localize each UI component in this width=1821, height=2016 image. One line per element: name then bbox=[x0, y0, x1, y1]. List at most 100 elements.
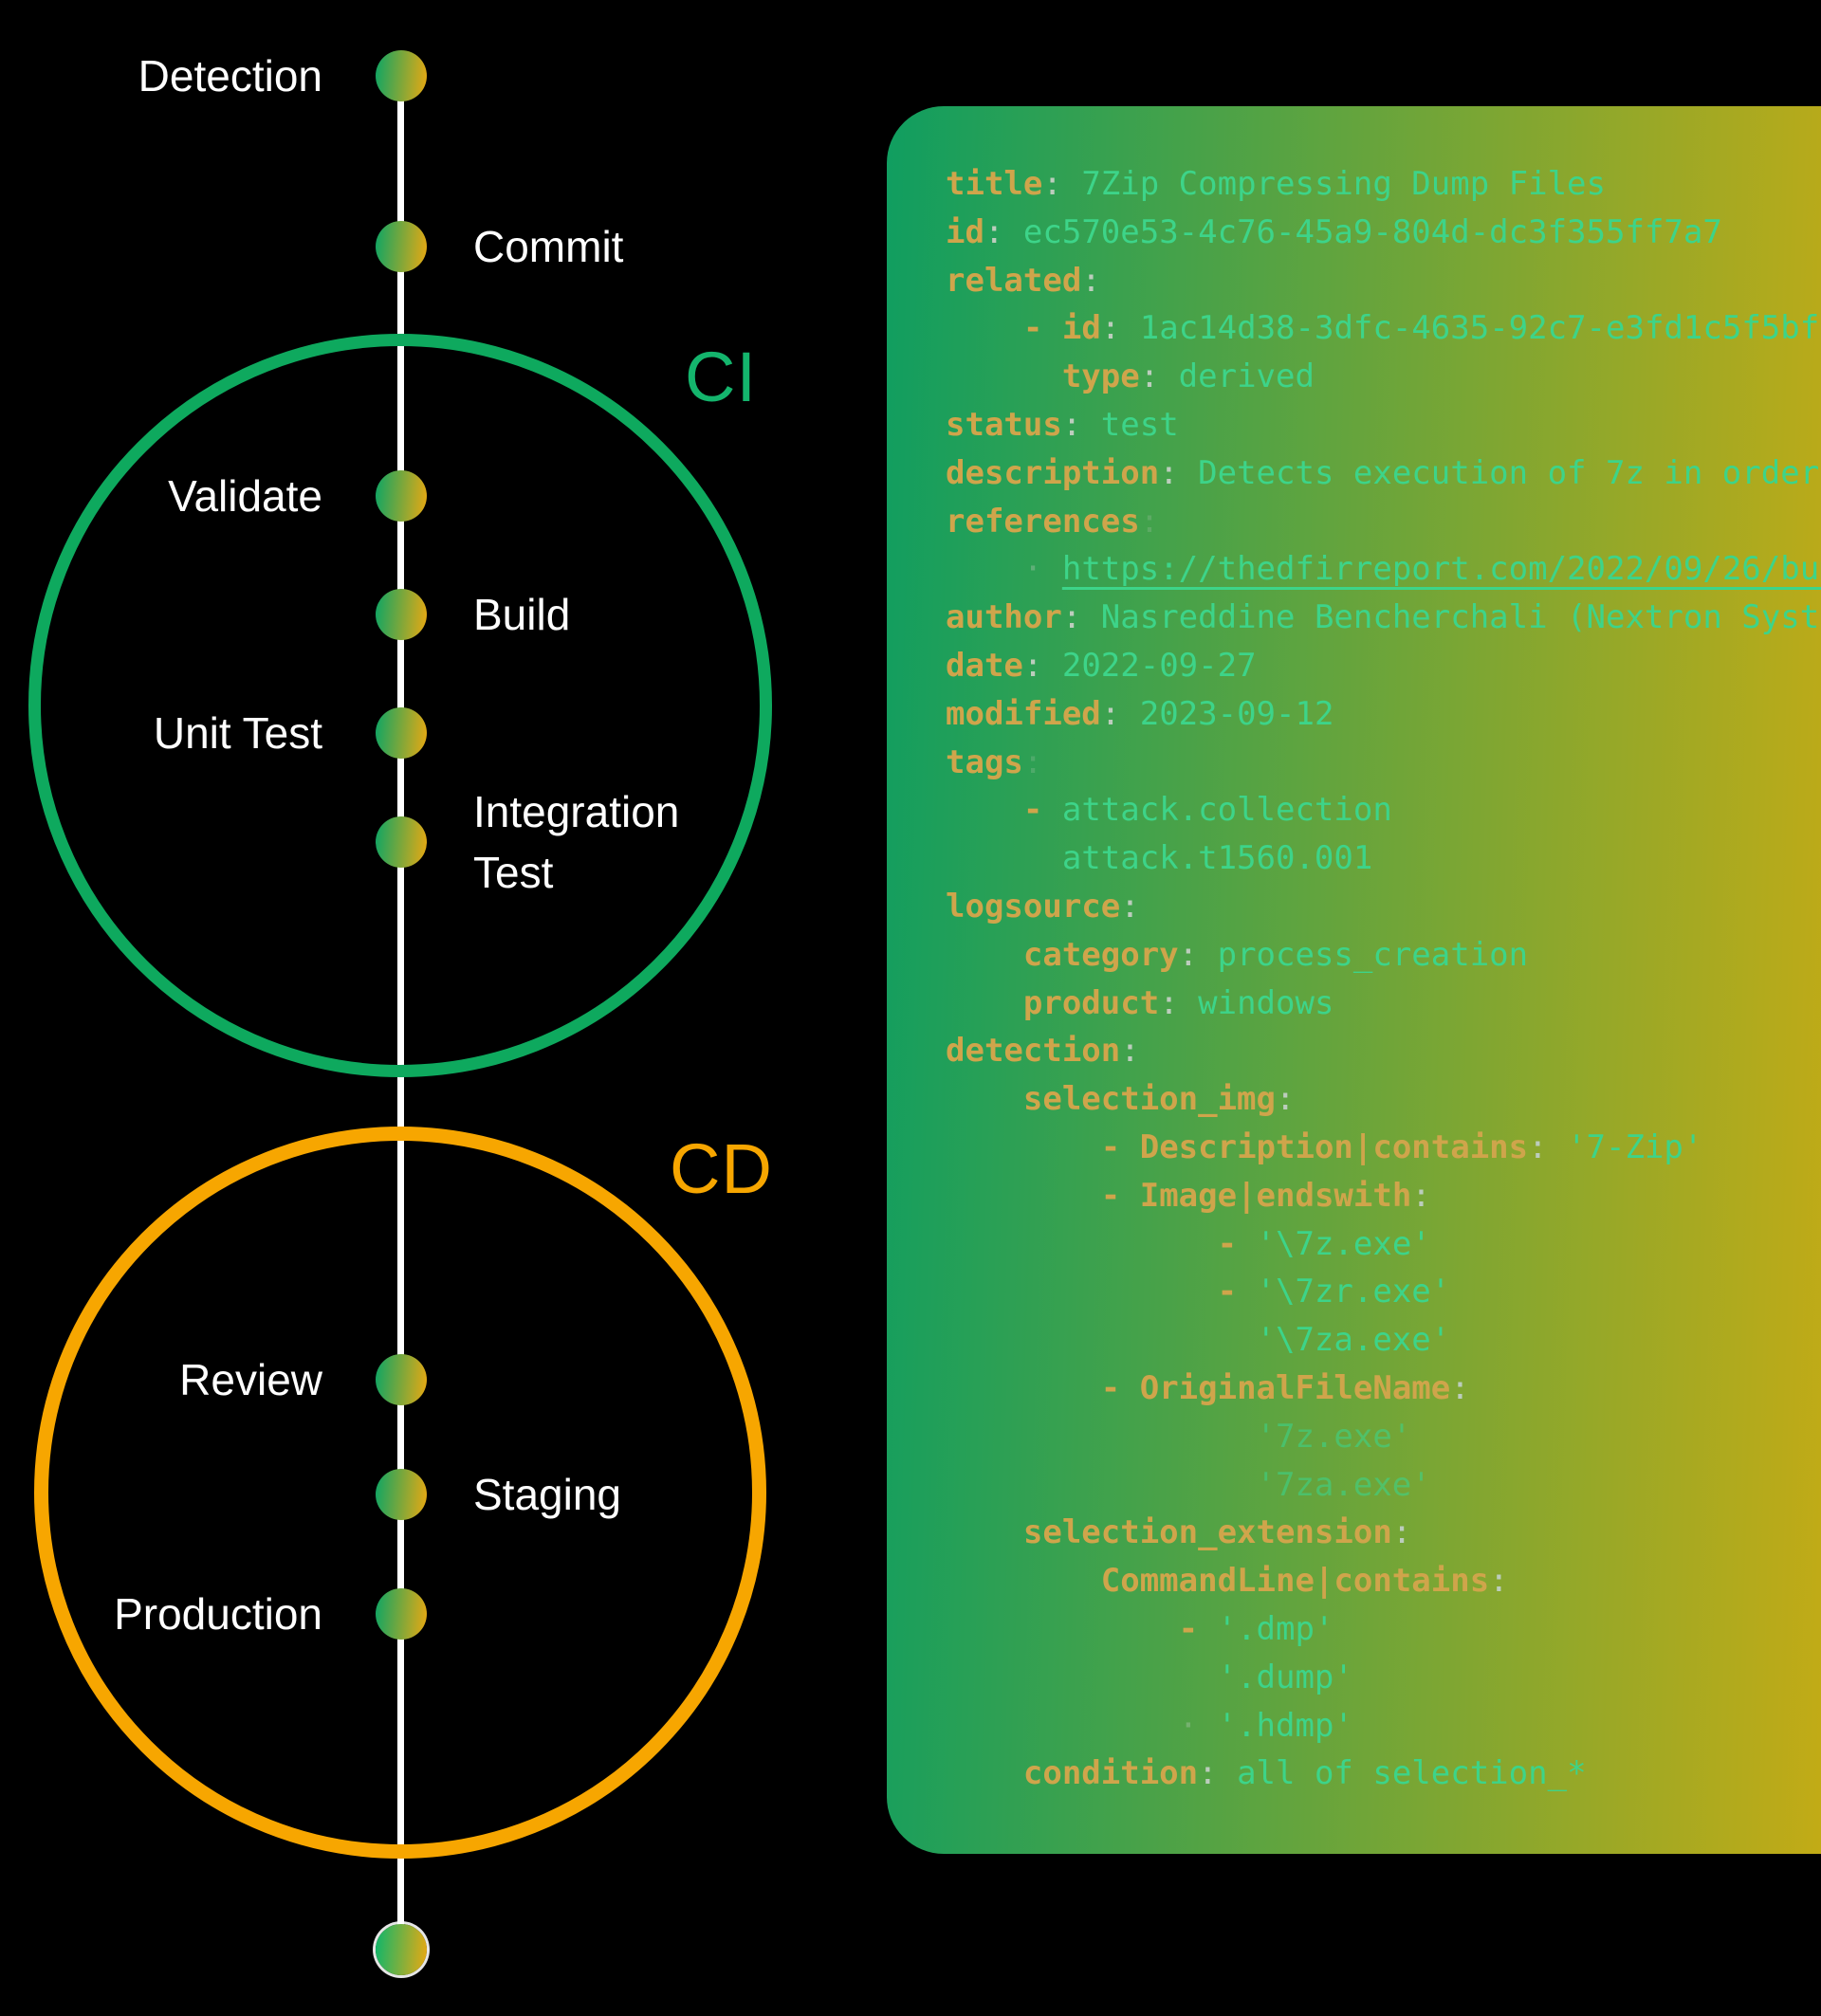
yaml-colon: : bbox=[1120, 1032, 1140, 1071]
yaml-colon: : bbox=[1391, 1513, 1412, 1552]
yaml-colon: : bbox=[984, 212, 1004, 251]
yaml-line: tags: bbox=[946, 739, 1821, 787]
yaml-key: selection_img bbox=[1022, 1080, 1276, 1119]
yaml-colon: : bbox=[1022, 646, 1043, 685]
yaml-line: - id: 1ac14d38-3dfc-4635-92c7-e3fd1c5f5b… bbox=[946, 304, 1821, 353]
yaml-colon: : bbox=[1100, 694, 1121, 733]
node-label-detection: Detection bbox=[138, 51, 322, 101]
yaml-plain bbox=[946, 357, 1062, 395]
yaml-line: attack.t1560.001 bbox=[946, 834, 1821, 883]
node-label-staging: Staging bbox=[473, 1470, 622, 1519]
yaml-line: - Description|contains: '7-Zip' bbox=[946, 1124, 1821, 1172]
yaml-line: - '\7zr.exe' bbox=[946, 1268, 1821, 1316]
yaml-colon: : bbox=[1159, 453, 1179, 492]
node-dot-unit-test bbox=[375, 707, 427, 759]
yaml-line: - Image|endswith: bbox=[946, 1172, 1821, 1220]
yaml-key: condition bbox=[1022, 1754, 1199, 1793]
node-label-integration-test: Integration Test bbox=[473, 787, 680, 897]
yaml-colon: : bbox=[1061, 405, 1082, 444]
yaml-plain bbox=[946, 1754, 1023, 1792]
ci-label: CI bbox=[685, 338, 757, 416]
yaml-plain bbox=[946, 1418, 1257, 1456]
yaml-line: references: bbox=[946, 498, 1821, 546]
yaml-value: '.dump' bbox=[1217, 1658, 1353, 1696]
yaml-line: '\7za.exe' bbox=[946, 1316, 1821, 1365]
yaml-plain bbox=[946, 1659, 1218, 1696]
yaml-line: logsource: bbox=[946, 883, 1821, 931]
yaml-colon: : bbox=[1411, 1176, 1431, 1215]
yaml-key: OriginalFileName bbox=[1139, 1368, 1451, 1407]
yaml-colon: : bbox=[1081, 261, 1101, 300]
yaml-line: · '.hdmp' bbox=[946, 1702, 1821, 1750]
yaml-colon: : bbox=[1159, 983, 1179, 1022]
yaml-value: '\7z.exe' bbox=[1256, 1224, 1431, 1263]
yaml-value: all of selection_* bbox=[1217, 1754, 1587, 1793]
yaml-value: attack.collection bbox=[1061, 791, 1392, 830]
node-label-commit: Commit bbox=[473, 222, 624, 271]
yaml-dash: - bbox=[1022, 309, 1062, 348]
yaml-dash: - bbox=[1100, 1176, 1140, 1215]
yaml-dash-dim: · bbox=[1178, 1706, 1218, 1745]
yaml-value: attack.t1560.001 bbox=[1061, 839, 1373, 878]
yaml-line: detection: bbox=[946, 1027, 1821, 1075]
yaml-key: title bbox=[946, 165, 1043, 203]
cd-label: CD bbox=[670, 1129, 773, 1208]
yaml-line: '7za.exe' bbox=[946, 1461, 1821, 1510]
yaml-value: 1ac14d38-3dfc-4635-92c7-e3fd1c5f5bfc bbox=[1120, 309, 1821, 348]
yaml-dash: - bbox=[1217, 1224, 1257, 1263]
yaml-key: detection bbox=[946, 1032, 1121, 1071]
yaml-plain bbox=[946, 1707, 1179, 1745]
yaml-line: description: Detects execution of 7z in … bbox=[946, 449, 1821, 498]
yaml-line: '.dump' bbox=[946, 1654, 1821, 1702]
reference-url-link[interactable]: https://thedfirreport.com/2022/09/26/bum… bbox=[1061, 550, 1821, 589]
yaml-line: CommandLine|contains: bbox=[946, 1557, 1821, 1605]
yaml-line: status: test bbox=[946, 401, 1821, 449]
yaml-colon: : bbox=[1450, 1368, 1470, 1407]
node-label-build: Build bbox=[473, 590, 571, 639]
yaml-colon-dim: : bbox=[1139, 502, 1160, 541]
yaml-plain bbox=[946, 1080, 1023, 1118]
yaml-key: tags bbox=[946, 742, 1023, 781]
node-label-review: Review bbox=[179, 1355, 322, 1404]
yaml-key: logsource bbox=[946, 887, 1121, 926]
yaml-value: process_creation bbox=[1198, 935, 1529, 974]
node-dot-production bbox=[375, 1588, 427, 1640]
node-dot-commit bbox=[375, 221, 427, 272]
yaml-line: product: windows bbox=[946, 980, 1821, 1028]
yaml-value-dim: '7za.exe' bbox=[1256, 1465, 1431, 1504]
yaml-value: Detects execution of 7z in order to comp… bbox=[1198, 453, 1820, 492]
yaml-plain bbox=[946, 936, 1023, 974]
yaml-line: title: 7Zip Compressing Dump Files bbox=[946, 160, 1821, 209]
yaml-line: related: bbox=[946, 257, 1821, 305]
node-dot-release bbox=[375, 1924, 427, 1975]
yaml-plain bbox=[946, 1610, 1179, 1648]
yaml-value: '7-Zip' bbox=[1547, 1127, 1703, 1166]
yaml-plain bbox=[946, 550, 1023, 588]
yaml-value: Nasreddine Bencherchali (Nextron Systems… bbox=[1081, 598, 1821, 637]
yaml-plain bbox=[946, 1321, 1257, 1359]
yaml-line: selection_img: bbox=[946, 1075, 1821, 1124]
yaml-key: status bbox=[946, 405, 1062, 444]
yaml-colon: : bbox=[1139, 357, 1160, 396]
yaml-key: Description|contains bbox=[1139, 1127, 1529, 1166]
yaml-plain bbox=[946, 984, 1023, 1022]
yaml-key: Image|endswith bbox=[1139, 1176, 1412, 1215]
yaml-plain bbox=[946, 1273, 1218, 1310]
node-dot-build bbox=[375, 589, 427, 640]
yaml-key: date bbox=[946, 646, 1023, 685]
yaml-colon: : bbox=[1100, 309, 1121, 348]
yaml-key: references bbox=[946, 502, 1140, 541]
node-dot-review bbox=[375, 1354, 427, 1405]
yaml-value: '\7za.exe' bbox=[1256, 1321, 1451, 1360]
yaml-dash-dim: · bbox=[1022, 550, 1062, 589]
yaml-colon-dim: : bbox=[1022, 742, 1043, 781]
yaml-line: author: Nasreddine Bencherchali (Nextron… bbox=[946, 594, 1821, 642]
yaml-plain bbox=[946, 1466, 1257, 1504]
yaml-value: 2023-09-12 bbox=[1120, 694, 1334, 733]
yaml-key: product bbox=[1022, 983, 1160, 1022]
yaml-dash: - bbox=[1178, 1609, 1218, 1648]
yaml-value: '\7zr.exe' bbox=[1256, 1273, 1451, 1311]
yaml-value: '.hdmp' bbox=[1217, 1706, 1353, 1745]
yaml-plain bbox=[946, 791, 1023, 829]
